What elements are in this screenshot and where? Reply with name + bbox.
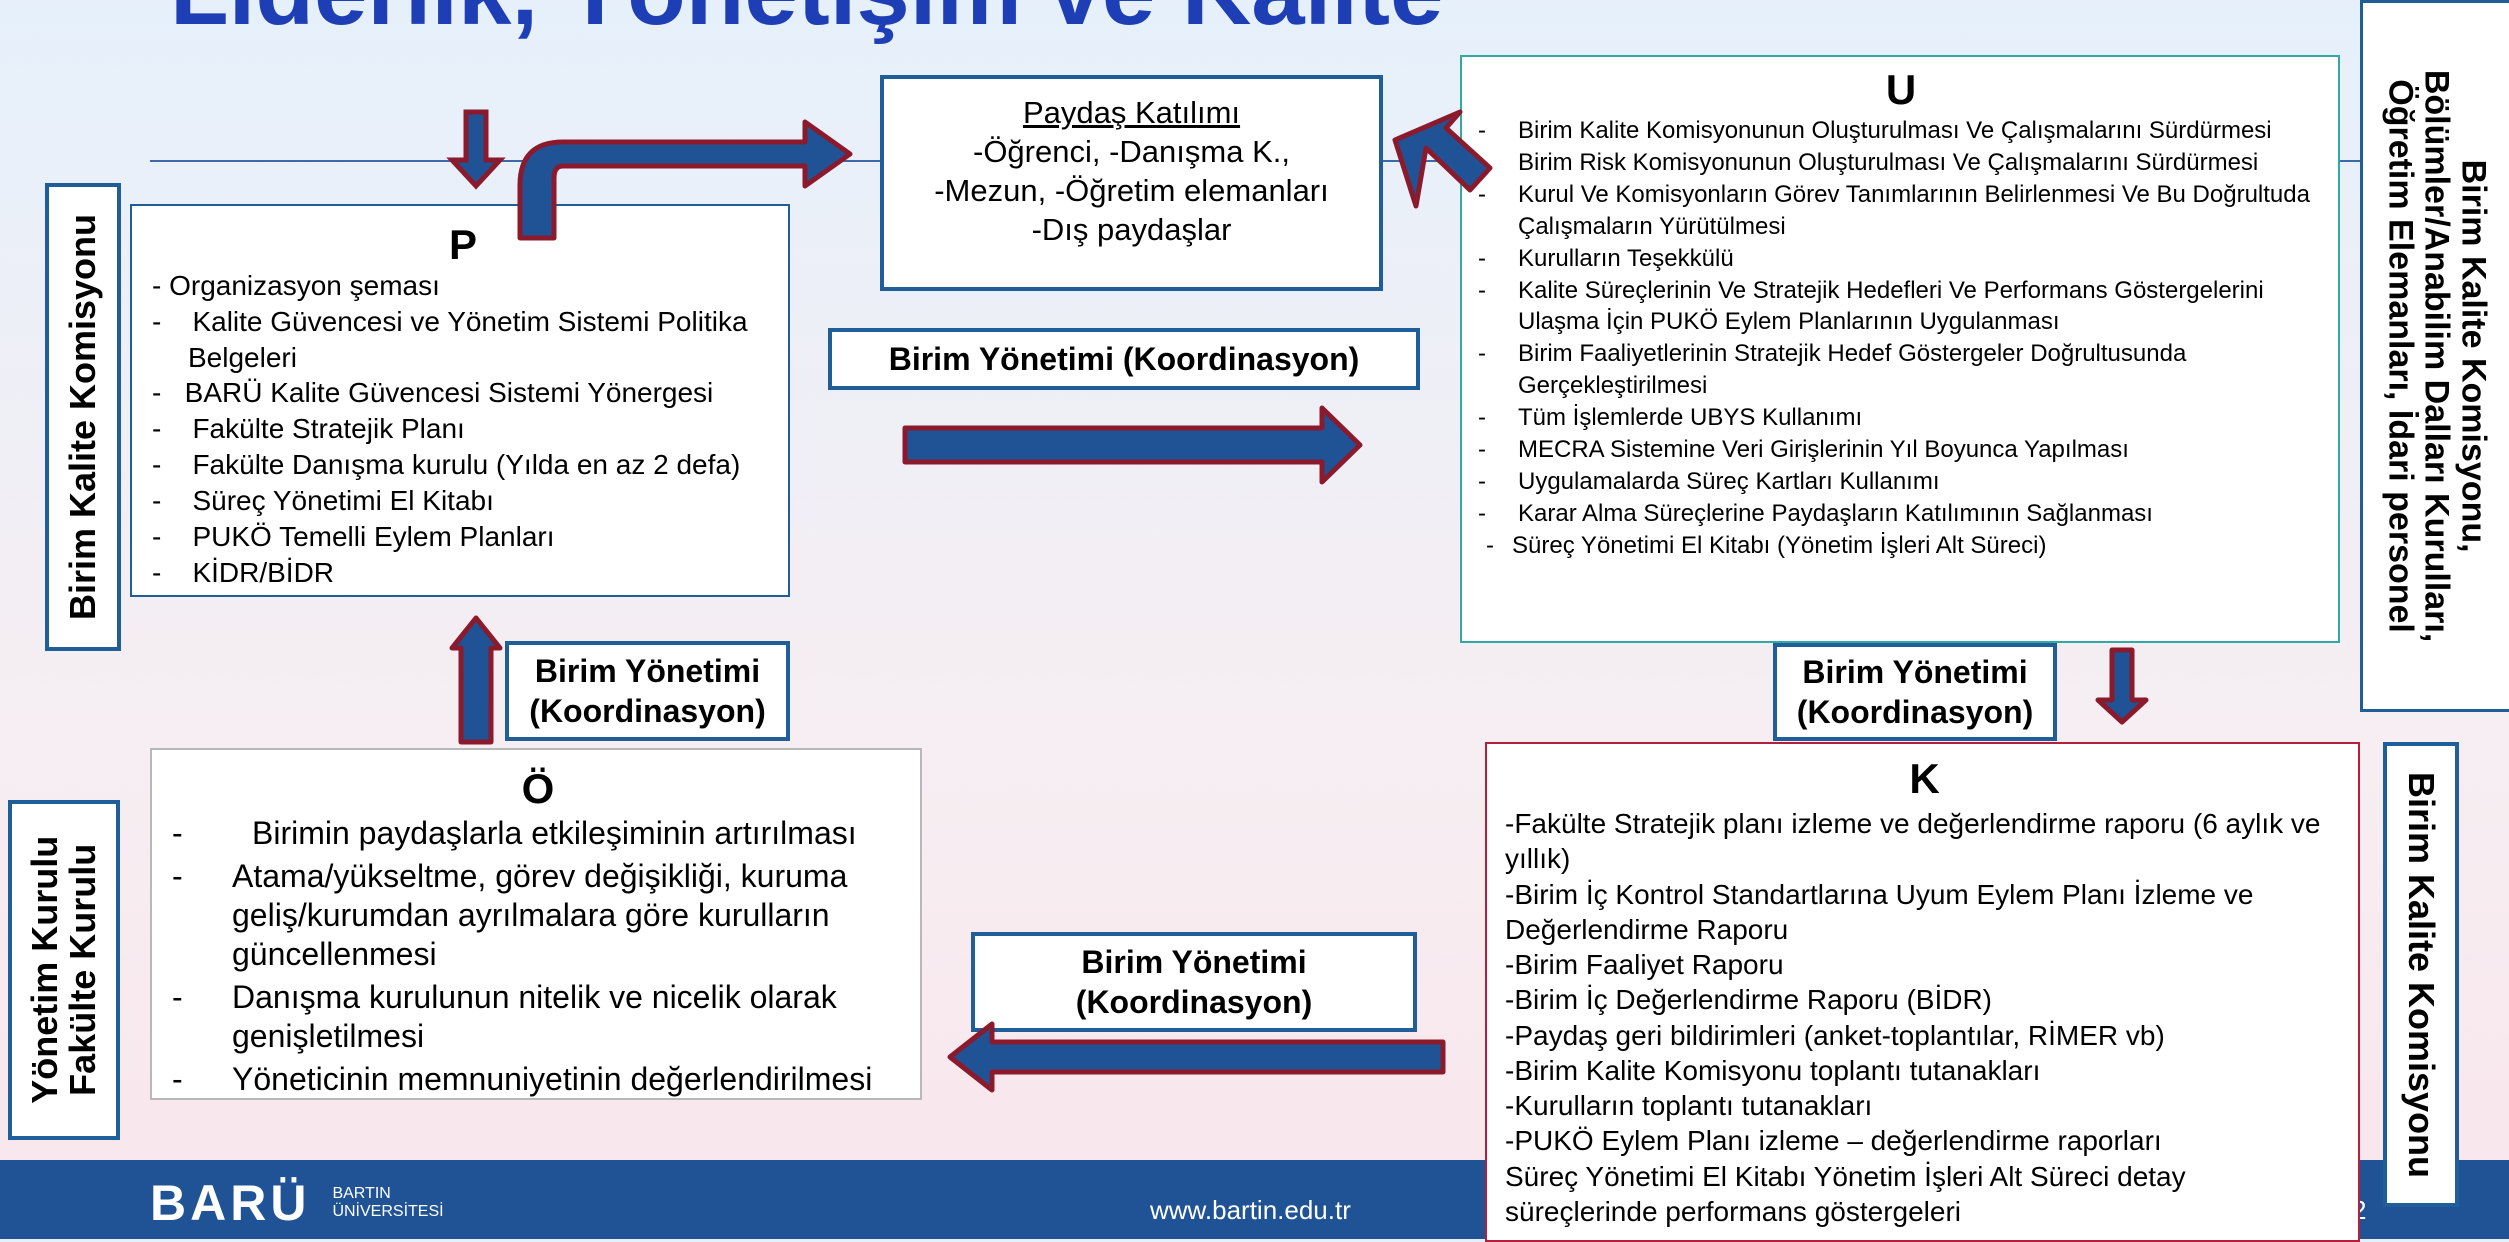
list-item: -Uygulamalarda Süreç Kartları Kullanımı <box>1478 467 1940 495</box>
act-box: Ö -Birimin paydaşlarla etkileşiminin art… <box>150 748 922 1100</box>
arrow-left-icon <box>947 1021 1446 1093</box>
list-item: -Birim İç Değerlendirme Raporu (BİDR) <box>1505 984 1993 1016</box>
list-item: -Yöneticinin memnuniyetinin değerlendiri… <box>172 1061 873 1098</box>
list-item: -Birim Risk Komisyonunun Oluşturulması V… <box>1478 148 2259 176</box>
list-item: - Kalite Güvencesi ve Yönetim Sistemi Po… <box>152 305 748 373</box>
logo-text: BARÜ <box>150 1175 311 1231</box>
diagonal-arrow-icon <box>1392 109 1493 209</box>
list-item: - Fakülte Stratejik Planı <box>152 413 465 445</box>
list-item: - BARÜ Kalite Güvencesi Sistemi Yönerges… <box>152 377 714 409</box>
list-item: -Süreç Yönetimi El Kitabı (Yönetim İşler… <box>1486 531 2047 559</box>
check-box: K -Fakülte Stratejik planı izleme ve değ… <box>1485 742 2360 1242</box>
list-item: - Süreç Yönetimi El Kitabı <box>152 484 494 516</box>
list-item: -MECRA Sistemine Veri Girişlerinin Yıl B… <box>1478 436 2129 464</box>
list-item: -Birim Faaliyetlerinin Stratejik Hedef G… <box>1478 340 2187 400</box>
plan-list: - Organizasyon şeması - Kalite Güvencesi… <box>152 268 774 590</box>
list-item: Süreç Yönetimi El Kitabı Yönetim İşleri … <box>1505 1160 2186 1227</box>
list-item: - KİDR/BİDR <box>152 556 335 588</box>
stakeholder-line: -Mezun, -Öğretim elemanları <box>934 173 1329 209</box>
act-list: -Birimin paydaşlarla etkileşiminin artır… <box>172 814 904 1099</box>
list-item: -Atama/yükseltme, görev değişikliği, kur… <box>172 858 848 973</box>
list-item: -Fakülte Stratejik planı izleme ve değer… <box>1505 808 2321 875</box>
do-list: -Birim Kalite Komisyonunun Oluşturulması… <box>1478 115 2324 562</box>
list-item: -Birim Kalite Komisyonunun Oluşturulması… <box>1478 117 2272 144</box>
side-label-right-top: Birim Kalite Komisyonu, Bölümler/Anabili… <box>2360 0 2509 712</box>
arrow-down-small-icon <box>446 109 506 190</box>
coordination-label-right: Birim Yönetimi (Koordinasyon) <box>1773 643 2057 741</box>
do-heading: U <box>1885 66 1917 113</box>
list-item: -Birim İç Kontrol Standartlarına Uyum Ey… <box>1505 878 2254 945</box>
check-heading: K <box>1909 755 1940 802</box>
logo-subtitle: BARTIN ÜNİVERSİTESİ <box>332 1184 444 1220</box>
list-item: -Danışma kurulunun nitelik ve nicelik ol… <box>172 979 837 1055</box>
bent-arrow-icon <box>517 119 853 241</box>
list-item: -Paydaş geri bildirimleri (anket-toplant… <box>1505 1019 2165 1051</box>
list-item: - Fakülte Danışma kurulu (Yılda en az 2 … <box>152 449 741 481</box>
footer-logo: BARÜ BARTIN ÜNİVERSİTESİ <box>150 1175 444 1231</box>
list-item: -Kurulların Teşekkülü <box>1478 244 1734 272</box>
side-label-right-bottom: Birim Kalite Komisyonu <box>2383 742 2459 1207</box>
page-title: Liderlik, Yönetişim ve Kalite <box>170 0 1443 43</box>
list-item: -Kurulların toplantı tutanakları <box>1505 1090 1873 1122</box>
side-label-left-top: Birim Kalite Komisyonu <box>45 183 121 651</box>
side-label-left-bottom: Yönetim Kurulu Fakülte Kurulu <box>8 800 120 1140</box>
list-item: -Birim Faaliyet Raporu <box>1505 949 1784 981</box>
stakeholder-line: -Öğrenci, -Danışma K., <box>973 134 1290 170</box>
stakeholder-heading: Paydaş Katılımı <box>1022 95 1241 130</box>
list-item: -Birimin paydaşlarla etkileşiminin artır… <box>172 815 857 851</box>
arrow-right-icon <box>902 405 1363 485</box>
list-item: -Karar Alma Süreçlerine Paydaşların Katı… <box>1478 499 2153 527</box>
list-item: - Organizasyon şeması <box>152 270 440 301</box>
stakeholder-line: -Dış paydaşlar <box>1031 212 1232 248</box>
plan-heading: P <box>448 221 477 268</box>
footer-url[interactable]: www.bartin.edu.tr <box>1150 1195 1351 1225</box>
act-heading: Ö <box>521 765 555 812</box>
list-item: -Kalite Süreçlerinin Ve Stratejik Hedefl… <box>1478 276 2264 336</box>
coordination-label-left: Birim Yönetimi (Koordinasyon) <box>505 641 790 741</box>
check-list: -Fakülte Stratejik planı izleme ve değer… <box>1505 806 2344 1229</box>
list-item: - PUKÖ Temelli Eylem Planları <box>152 520 555 552</box>
stakeholder-box: Paydaş Katılımı -Öğrenci, -Danışma K., -… <box>880 75 1383 291</box>
arrow-up-icon <box>449 615 503 745</box>
list-item: -Kurul Ve Komisyonların Görev Tanımların… <box>1478 180 2310 240</box>
coordination-label-bottom: Birim Yönetimi (Koordinasyon) <box>971 932 1417 1032</box>
plan-box: P - Organizasyon şeması - Kalite Güvence… <box>130 204 790 597</box>
list-item: -Tüm İşlemlerde UBYS Kullanımı <box>1478 404 1863 432</box>
arrow-down-icon <box>2095 647 2149 725</box>
list-item: -PUKÖ Eylem Planı izleme – değerlendirme… <box>1505 1125 2162 1157</box>
do-box: U -Birim Kalite Komisyonunun Oluşturulma… <box>1460 55 2340 643</box>
coordination-label-top: Birim Yönetimi (Koordinasyon) <box>828 328 1420 390</box>
list-item: -Birim Kalite Komisyonu toplantı tutanak… <box>1505 1054 2041 1086</box>
